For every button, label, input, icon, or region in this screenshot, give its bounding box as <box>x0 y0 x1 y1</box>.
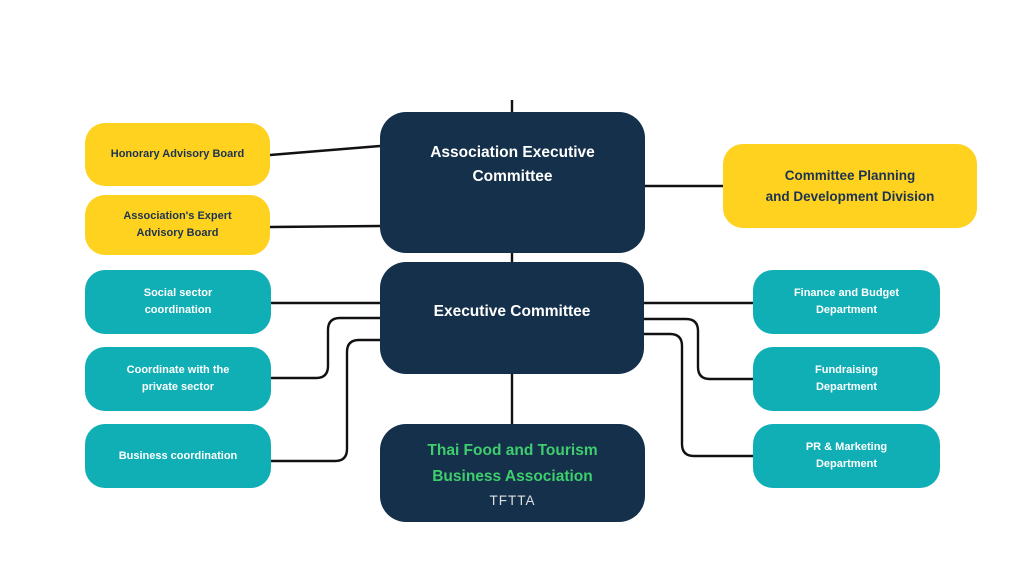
node-label-line: Business coordination <box>118 449 238 462</box>
node-honorary-advisory-board: Honorary Advisory Board <box>85 123 270 186</box>
node-label-line: Finance and Budget <box>793 287 900 299</box>
node-social-sector-coordination: Social sector coordination <box>85 270 271 334</box>
node-tftta-association: Thai Food and Tourism Business Associati… <box>380 424 645 522</box>
node-label-line: Advisory Board <box>136 227 219 239</box>
node-committee-planning-division: Committee Planning and Development Divis… <box>723 144 977 228</box>
node-label-line: Association's Expert <box>123 210 232 222</box>
node-label-line: Department <box>815 458 878 470</box>
node-label-line: Coordinate with the <box>126 364 230 376</box>
node-label-line: and Development Division <box>765 189 935 204</box>
node-finance-budget-department: Finance and Budget Department <box>753 270 940 334</box>
node-label-line: Executive Committee <box>433 303 591 320</box>
node-label-line: Business Association <box>432 468 593 485</box>
connector-honorary-to-assoc-exec <box>269 144 381 157</box>
node-coordinate-private-sector: Coordinate with the private sector <box>85 347 271 411</box>
connector-exec-to-pr <box>644 332 753 458</box>
node-fundraising-department: Fundraising Department <box>753 347 940 411</box>
node-label-line: coordination <box>144 304 212 316</box>
node-abbr-label: TFTTA <box>489 493 536 508</box>
node-association-executive-committee: Association Executive Committee <box>380 112 645 253</box>
node-executive-committee: Executive Committee <box>380 262 644 374</box>
node-pr-marketing-department: PR & Marketing Department <box>753 424 940 488</box>
connector-exec-to-fundraising <box>644 317 753 381</box>
node-label-line: Honorary Advisory Board <box>110 148 245 160</box>
node-label-line: Association Executive <box>430 143 595 161</box>
node-label-line: Department <box>815 304 878 316</box>
connector-private-to-exec <box>271 316 380 380</box>
node-label-line: Thai Food and Tourism <box>427 442 598 459</box>
node-label-line: Committee Planning <box>784 168 916 183</box>
connector-business-to-exec <box>271 338 380 463</box>
node-business-coordination: Business coordination <box>85 424 271 488</box>
node-label-line: Committee <box>472 167 553 185</box>
node-label-line: Social sector <box>143 287 213 299</box>
node-expert-advisory-board: Association's Expert Advisory Board <box>85 195 270 255</box>
node-label-line: PR & Marketing <box>805 441 888 453</box>
node-label-line: private sector <box>141 381 215 393</box>
node-label-line: Fundraising <box>815 364 878 376</box>
node-label-line: Department <box>815 381 878 393</box>
connector-expert-to-assoc-exec <box>269 224 381 229</box>
